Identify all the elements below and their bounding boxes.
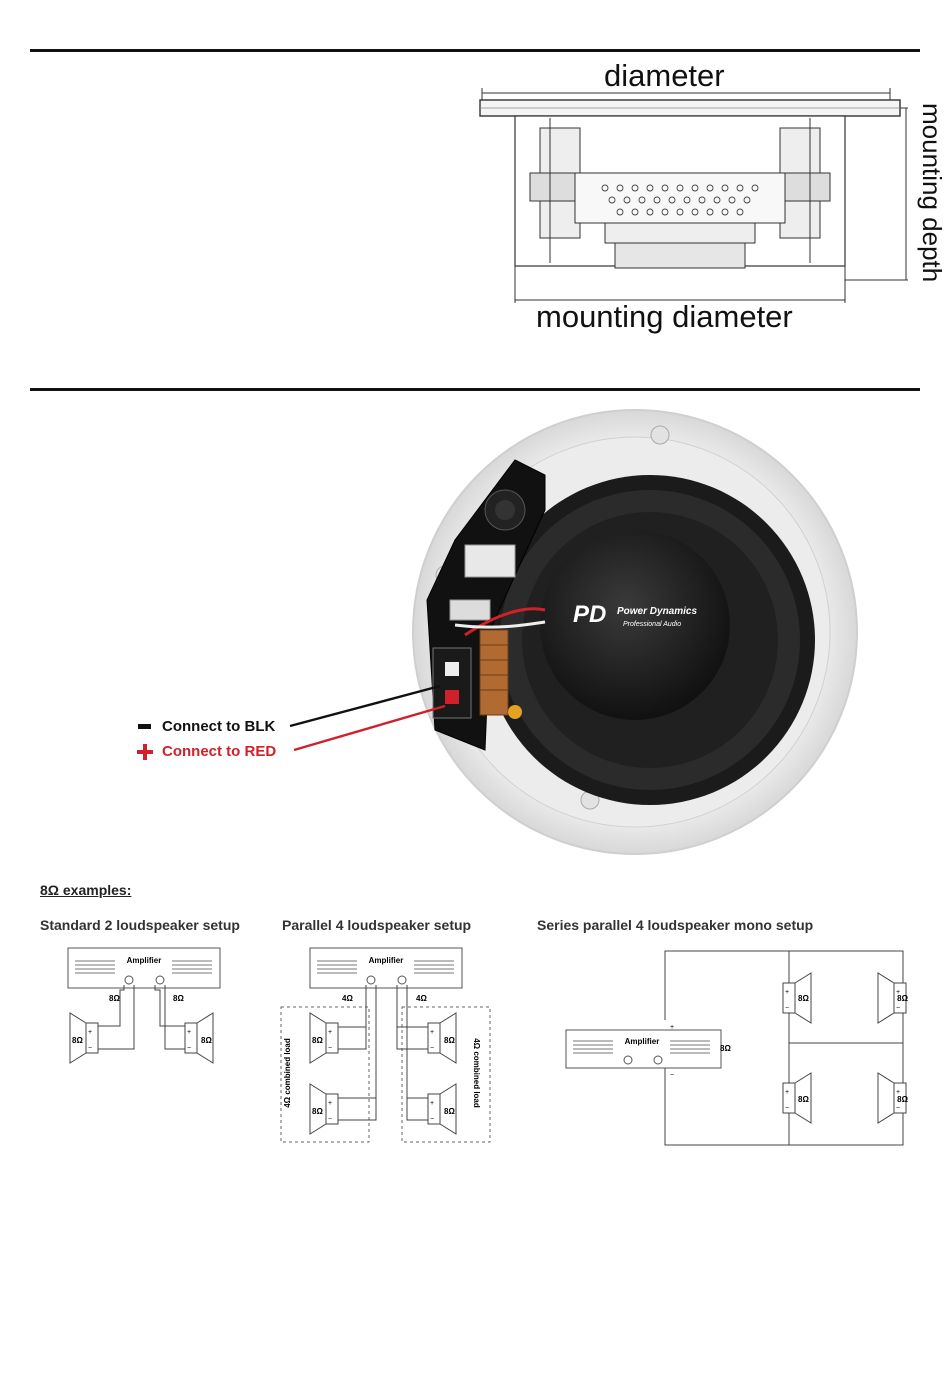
series-speaker-1: 8Ω — [798, 994, 809, 1003]
middle-divider — [30, 388, 920, 391]
brand-logo-text: PD — [573, 601, 606, 628]
svg-text:+: + — [896, 1089, 900, 1096]
speaker-side-view-drawing — [479, 88, 908, 303]
svg-text:−: − — [187, 1045, 191, 1052]
svg-text:−: − — [430, 1045, 434, 1052]
svg-text:+: + — [328, 1029, 332, 1036]
svg-text:+: + — [785, 1089, 789, 1096]
svg-text:−: − — [430, 1116, 434, 1123]
svg-text:−: − — [88, 1045, 92, 1052]
standard-setup-title: Standard 2 loudspeaker setup — [40, 917, 240, 933]
plus-symbol — [137, 743, 153, 760]
parallel-setup-diagram: Amplifier 4Ω 4Ω + − 8Ω + − 8Ω + − 8Ω + −… — [280, 947, 491, 1143]
series-speaker-4: 8Ω — [897, 1095, 908, 1104]
svg-text:−: − — [785, 1105, 789, 1112]
svg-text:+: + — [88, 1029, 92, 1036]
svg-text:Amplifier: Amplifier — [625, 1037, 660, 1046]
connection-lead-lines — [289, 684, 446, 752]
svg-text:+: + — [785, 989, 789, 996]
combined-load-left: 4Ω combined load — [283, 1038, 292, 1108]
combined-load-right: 4Ω combined load — [472, 1038, 481, 1108]
svg-text:−: − — [670, 1072, 674, 1079]
mounting-depth-label: mounting depth — [917, 103, 947, 283]
series-speaker-2: 8Ω — [798, 1095, 809, 1104]
svg-text:Amplifier: Amplifier — [369, 956, 404, 965]
svg-text:+: + — [430, 1029, 434, 1036]
svg-text:−: − — [328, 1045, 332, 1052]
svg-text:+: + — [670, 1024, 674, 1031]
parallel-speaker-top-left: 8Ω — [312, 1036, 323, 1045]
mounting-diameter-label: mounting diameter — [536, 299, 793, 334]
amplifier-label: Amplifier — [127, 956, 162, 965]
series-output-label: 8Ω — [720, 1044, 731, 1053]
standard-output-left: 8Ω — [109, 994, 120, 1003]
negative-connection: Connect to BLK — [138, 718, 275, 735]
series-setup-title: Series parallel 4 loudspeaker mono setup — [537, 917, 814, 933]
standard-speaker-left: 8Ω — [72, 1036, 83, 1045]
svg-text:+: + — [328, 1100, 332, 1107]
series-setup-diagram: Amplifier + − 8Ω + − 8Ω + − 8Ω + − 8Ω + … — [565, 950, 909, 1146]
parallel-speaker-top-right: 8Ω — [444, 1036, 455, 1045]
brand-name: Power Dynamics — [617, 606, 697, 617]
svg-text:−: − — [896, 1005, 900, 1012]
brand-tagline: Professional Audio — [623, 621, 681, 628]
svg-text:+: + — [430, 1100, 434, 1107]
svg-text:+: + — [896, 989, 900, 996]
parallel-setup-title: Parallel 4 loudspeaker setup — [282, 917, 472, 933]
positive-connection: Connect to RED — [137, 743, 276, 760]
svg-text:−: − — [328, 1116, 332, 1123]
standard-speaker-right: 8Ω — [201, 1036, 212, 1045]
speaker-front-photo: PD Power Dynamics Professional Audio — [412, 409, 858, 855]
parallel-output-right: 4Ω — [416, 994, 427, 1003]
svg-text:−: − — [785, 1005, 789, 1012]
negative-connection-label: Connect to BLK — [162, 718, 276, 735]
series-speaker-3: 8Ω — [897, 994, 908, 1003]
parallel-output-left: 4Ω — [342, 994, 353, 1003]
standard-output-right: 8Ω — [173, 994, 184, 1003]
diameter-label: diameter — [604, 58, 725, 93]
parallel-speaker-bottom-right: 8Ω — [444, 1107, 455, 1116]
parallel-speaker-bottom-left: 8Ω — [312, 1107, 323, 1116]
top-divider — [30, 49, 920, 52]
examples-heading: 8Ω examples: — [40, 882, 132, 898]
svg-text:−: − — [896, 1105, 900, 1112]
svg-text:+: + — [187, 1029, 191, 1036]
minus-symbol — [138, 724, 151, 729]
positive-connection-label: Connect to RED — [162, 743, 277, 760]
standard-setup-diagram: Amplifier 8Ω 8Ω + − 8Ω + − 8Ω — [67, 947, 221, 1064]
